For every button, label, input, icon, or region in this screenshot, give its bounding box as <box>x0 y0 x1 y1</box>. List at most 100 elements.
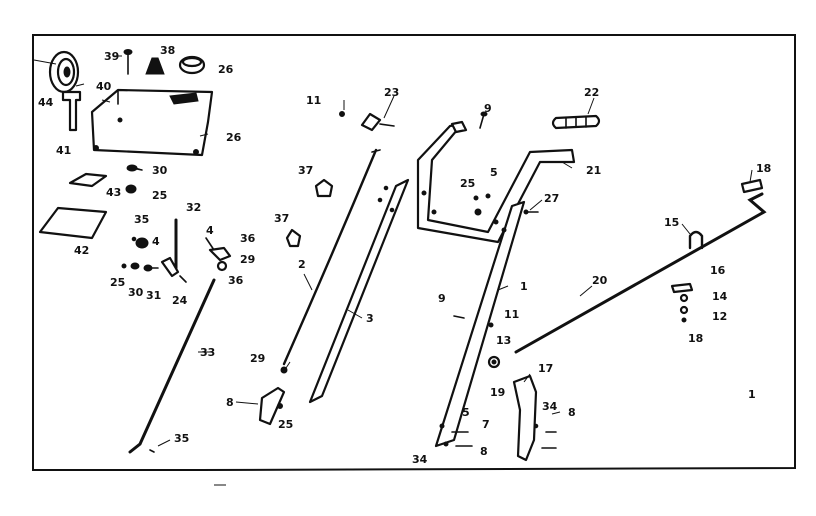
callout-25-b: 25 <box>110 276 125 289</box>
page-number: 1 <box>748 388 756 401</box>
part-35-spring-a <box>131 236 149 249</box>
part-37-clip-b <box>285 228 302 248</box>
callout-30-b: 30 <box>128 286 144 299</box>
callout-24: 24 <box>172 294 188 307</box>
callout-25-c: 25 <box>278 418 293 431</box>
callout-26-knob: 26 <box>218 63 234 76</box>
callout-38: 38 <box>160 44 175 57</box>
callout-1: 1 <box>520 280 528 293</box>
callout-7: 7 <box>482 418 490 431</box>
callout-29-b: 29 <box>250 352 265 365</box>
callout-4-a: 4 <box>152 235 160 248</box>
callout-16: 16 <box>710 264 726 277</box>
callout-11-b: 11 <box>504 308 519 321</box>
callout-37-a: 37 <box>298 164 313 177</box>
part-38-nut <box>145 57 165 75</box>
callout-33: 33 <box>200 346 215 359</box>
callout-9-b: 9 <box>438 292 446 305</box>
callout-35-b: 35 <box>174 432 189 445</box>
callout-22: 22 <box>584 86 599 99</box>
callout-12: 12 <box>712 310 727 323</box>
part-9-bolt-b <box>453 315 465 319</box>
callout-44: 44 <box>38 96 54 109</box>
callout-39: 39 <box>104 50 119 63</box>
callout-32: 32 <box>186 201 201 214</box>
part-41-bracket <box>61 90 82 132</box>
callout-9-a: 9 <box>484 102 492 115</box>
part-17-bracket <box>512 374 557 462</box>
part-1-main-handle <box>434 200 526 448</box>
part-5-7-hardware <box>439 423 473 447</box>
callout-30-a: 30 <box>152 164 168 177</box>
part-37-clip-a <box>314 178 334 198</box>
callout-25-a: 25 <box>152 189 167 202</box>
part-33-control-rod <box>128 278 216 454</box>
callout-19: 19 <box>490 386 505 399</box>
diagram-border <box>32 34 796 471</box>
callout-21: 21 <box>586 164 601 177</box>
part-11-bolt-b <box>488 322 494 328</box>
callout-5-a: 5 <box>490 166 498 179</box>
part-32-lever <box>160 218 180 278</box>
part-30-31-hardware <box>121 262 159 272</box>
callout-29-a: 29 <box>240 253 255 266</box>
part-9-bolt <box>479 111 488 129</box>
callout-41: 41 <box>56 144 71 157</box>
part-11-bolt-a <box>339 111 345 117</box>
part-26-deflector-plate <box>90 88 214 157</box>
callout-20: 20 <box>592 274 608 287</box>
callout-36-b: 36 <box>228 274 244 287</box>
part-30-screw-a <box>126 164 143 172</box>
callout-4-b: 4 <box>206 224 214 237</box>
part-26-knob <box>178 55 206 75</box>
callout-8-b: 8 <box>480 445 488 458</box>
callout-26-plate: 26 <box>226 131 242 144</box>
callout-3: 3 <box>366 312 374 325</box>
callout-40: 40 <box>96 80 112 93</box>
callout-17: 17 <box>538 362 553 375</box>
callout-31: 31 <box>146 289 161 302</box>
callout-27: 27 <box>544 192 559 205</box>
part-22-grip <box>551 114 601 130</box>
part-3-lower-handle <box>308 178 410 404</box>
part-18-fitting <box>740 178 764 194</box>
part-15-clip <box>688 230 704 250</box>
part-2-cable <box>280 148 381 374</box>
callout-labels: 39 38 26 44 40 26 41 30 43 25 42 35 4 32… <box>38 44 771 466</box>
callout-2: 2 <box>298 258 306 271</box>
callout-14: 14 <box>712 290 728 303</box>
part-4-pin <box>205 237 215 251</box>
part-24-rod-end <box>179 275 187 283</box>
part-25-nut-a <box>125 184 137 194</box>
part-39-bolt <box>123 49 133 75</box>
part-8-bracket-a <box>258 386 286 426</box>
part-27-bolt <box>523 209 539 215</box>
part-42-pad <box>38 206 108 240</box>
part-43-plate <box>68 172 108 188</box>
callout-8-a: 8 <box>226 396 234 409</box>
part-36-clip <box>208 246 232 272</box>
callout-11-a: 11 <box>306 94 321 107</box>
callout-42: 42 <box>74 244 89 257</box>
callout-37-b: 37 <box>274 212 289 225</box>
callout-34-b: 34 <box>542 400 558 413</box>
callout-23: 23 <box>384 86 399 99</box>
callout-18-b: 18 <box>688 332 703 345</box>
part-23-clamp <box>360 112 395 132</box>
callout-43: 43 <box>106 186 121 199</box>
callout-36-a: 36 <box>240 232 256 245</box>
callout-25-d: 25 <box>460 177 475 190</box>
callout-34-a: 34 <box>412 453 428 466</box>
leader-lines <box>33 55 753 447</box>
part-20-rod <box>514 192 767 354</box>
callout-35-a: 35 <box>134 213 149 226</box>
callout-15: 15 <box>664 216 679 229</box>
part-16-14-12-hardware <box>670 282 694 323</box>
part-13-nut <box>487 355 501 369</box>
callout-13: 13 <box>496 334 511 347</box>
callout-8-c: 8 <box>568 406 576 419</box>
part-25-5-hardware <box>474 193 491 216</box>
callout-18-a: 18 <box>756 162 771 175</box>
part-21-upper-handle <box>416 120 576 244</box>
